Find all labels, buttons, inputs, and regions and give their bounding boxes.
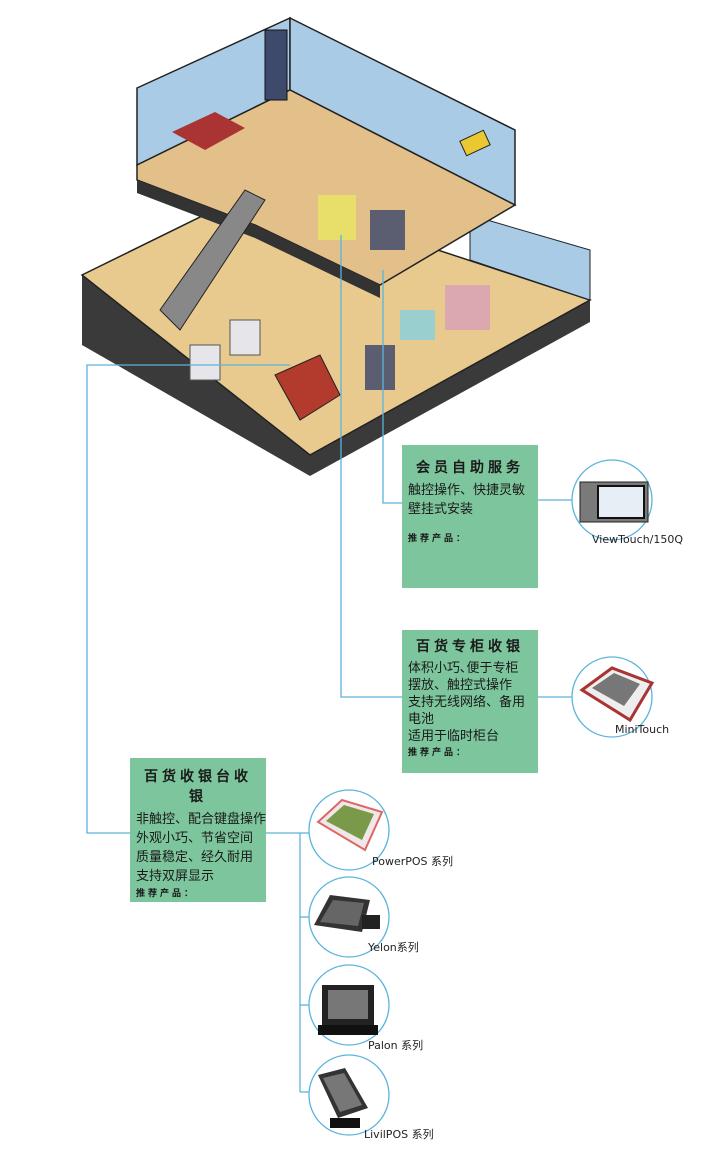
product-label-livilpos: LivilPOS 系列 [364, 1128, 434, 1141]
section-title: 会员自助服务 [416, 460, 524, 476]
shelf [189, 344, 221, 381]
recommend-label: 推荐产品： [136, 889, 197, 899]
clothes-rack [400, 310, 435, 340]
feature-line: 质量稳定、经久耐用 [136, 850, 254, 865]
feature-line: 壁挂式安装 [408, 502, 474, 517]
connector-lines [86, 235, 653, 1136]
server-rack [264, 29, 288, 101]
product-label-yelon: Yelon系列 [368, 941, 419, 954]
powerpos-image [316, 798, 384, 852]
section-title: 百货专柜收银 [416, 639, 524, 655]
feature-line: 支持无线网络、备用 [408, 695, 526, 710]
feature-line: 非触控、配合键盘操作 [136, 812, 267, 827]
livilpos-image [318, 1068, 368, 1128]
feature-line: 外观小巧、节省空间 [136, 831, 254, 846]
escalator [159, 189, 266, 331]
office-desk [172, 112, 245, 150]
feature-line: 摆放、触控式操作 [408, 678, 513, 693]
product-label-minitouch: MiniTouch [615, 723, 670, 736]
feature-line: 电池 [408, 712, 435, 727]
wall-screen [459, 129, 491, 157]
cashier-desk-box: 百货收银台收银 非触控、配合键盘操作 外观小巧、节省空间 质量稳定、经久耐用 支… [130, 758, 266, 902]
product-label-powerpos: PowerPOS 系列 [372, 855, 454, 868]
viewtouch-image [579, 481, 649, 523]
yelon-image [314, 895, 380, 932]
shelf [229, 319, 261, 356]
lower-right-wall [469, 214, 591, 301]
lower-floor-side [82, 275, 590, 476]
feature-line: 体积小巧､便于专柜 [408, 661, 519, 676]
recommend-label: 推荐产品： [408, 748, 469, 758]
section-title: 百货收银台收银 [144, 769, 252, 805]
feature-line: 触控操作、快捷灵敏 [408, 483, 526, 498]
minitouch-image [579, 666, 655, 723]
clothes-rack [318, 195, 356, 240]
recommend-label: 推荐产品： [408, 534, 469, 544]
feature-line: 适用于临时柜台 [408, 729, 500, 744]
clothes-rack [370, 210, 405, 250]
upper-floor-edge [137, 180, 380, 298]
cashier-counter [274, 354, 341, 421]
palon-image [318, 985, 378, 1035]
clothes-rack [445, 285, 490, 330]
counter-checkout-box: 百货专柜收银 体积小巧､便于专柜 摆放、触控式操作 支持无线网络、备用 电池 适… [402, 630, 538, 773]
product-label-palon: Palon 系列 [368, 1039, 424, 1052]
product-label-viewtouch: ViewTouch/150Q [592, 533, 684, 546]
feature-line: 支持双屏显示 [136, 869, 215, 884]
member-self-service-box: 会员自助服务 触控操作、快捷灵敏 壁挂式安装 推荐产品： [402, 445, 538, 588]
clothes-rack [365, 345, 395, 390]
